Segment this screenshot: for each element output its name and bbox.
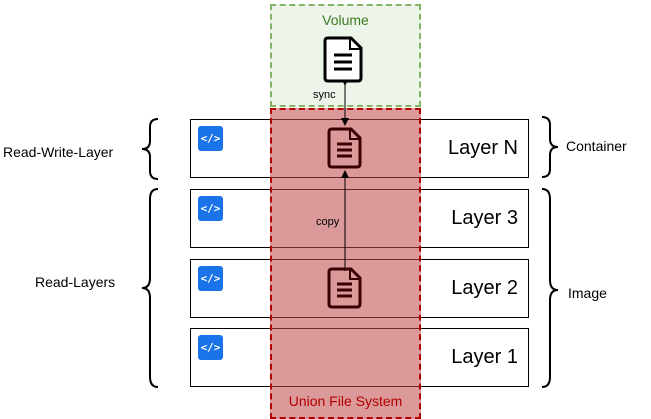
document-icon xyxy=(323,36,363,83)
read-write-brace xyxy=(141,118,159,180)
container-brace xyxy=(541,116,559,178)
read-layers-label: Read-Layers xyxy=(35,274,116,290)
read-layers-brace xyxy=(141,188,159,388)
layer-label: Layer 3 xyxy=(451,207,518,229)
read-write-layer-label: Read-Write-Layer xyxy=(3,144,114,160)
layer-label: Layer 1 xyxy=(451,346,518,368)
container-label: Container xyxy=(566,138,627,154)
code-icon: </> xyxy=(198,335,223,360)
layer-label: Layer 2 xyxy=(451,277,518,299)
copy-label: copy xyxy=(316,216,340,228)
volume-title: Volume xyxy=(322,12,369,28)
code-icon: </> xyxy=(198,196,223,221)
document-icon xyxy=(327,127,362,169)
union-file-system-title: Union File System xyxy=(288,393,403,409)
image-label: Image xyxy=(568,285,607,301)
image-brace xyxy=(541,188,559,388)
sync-label: sync xyxy=(313,89,336,101)
code-icon: </> xyxy=(198,266,223,291)
document-icon xyxy=(327,267,362,309)
layer-label: Layer N xyxy=(447,137,518,159)
code-icon: </> xyxy=(198,126,223,151)
